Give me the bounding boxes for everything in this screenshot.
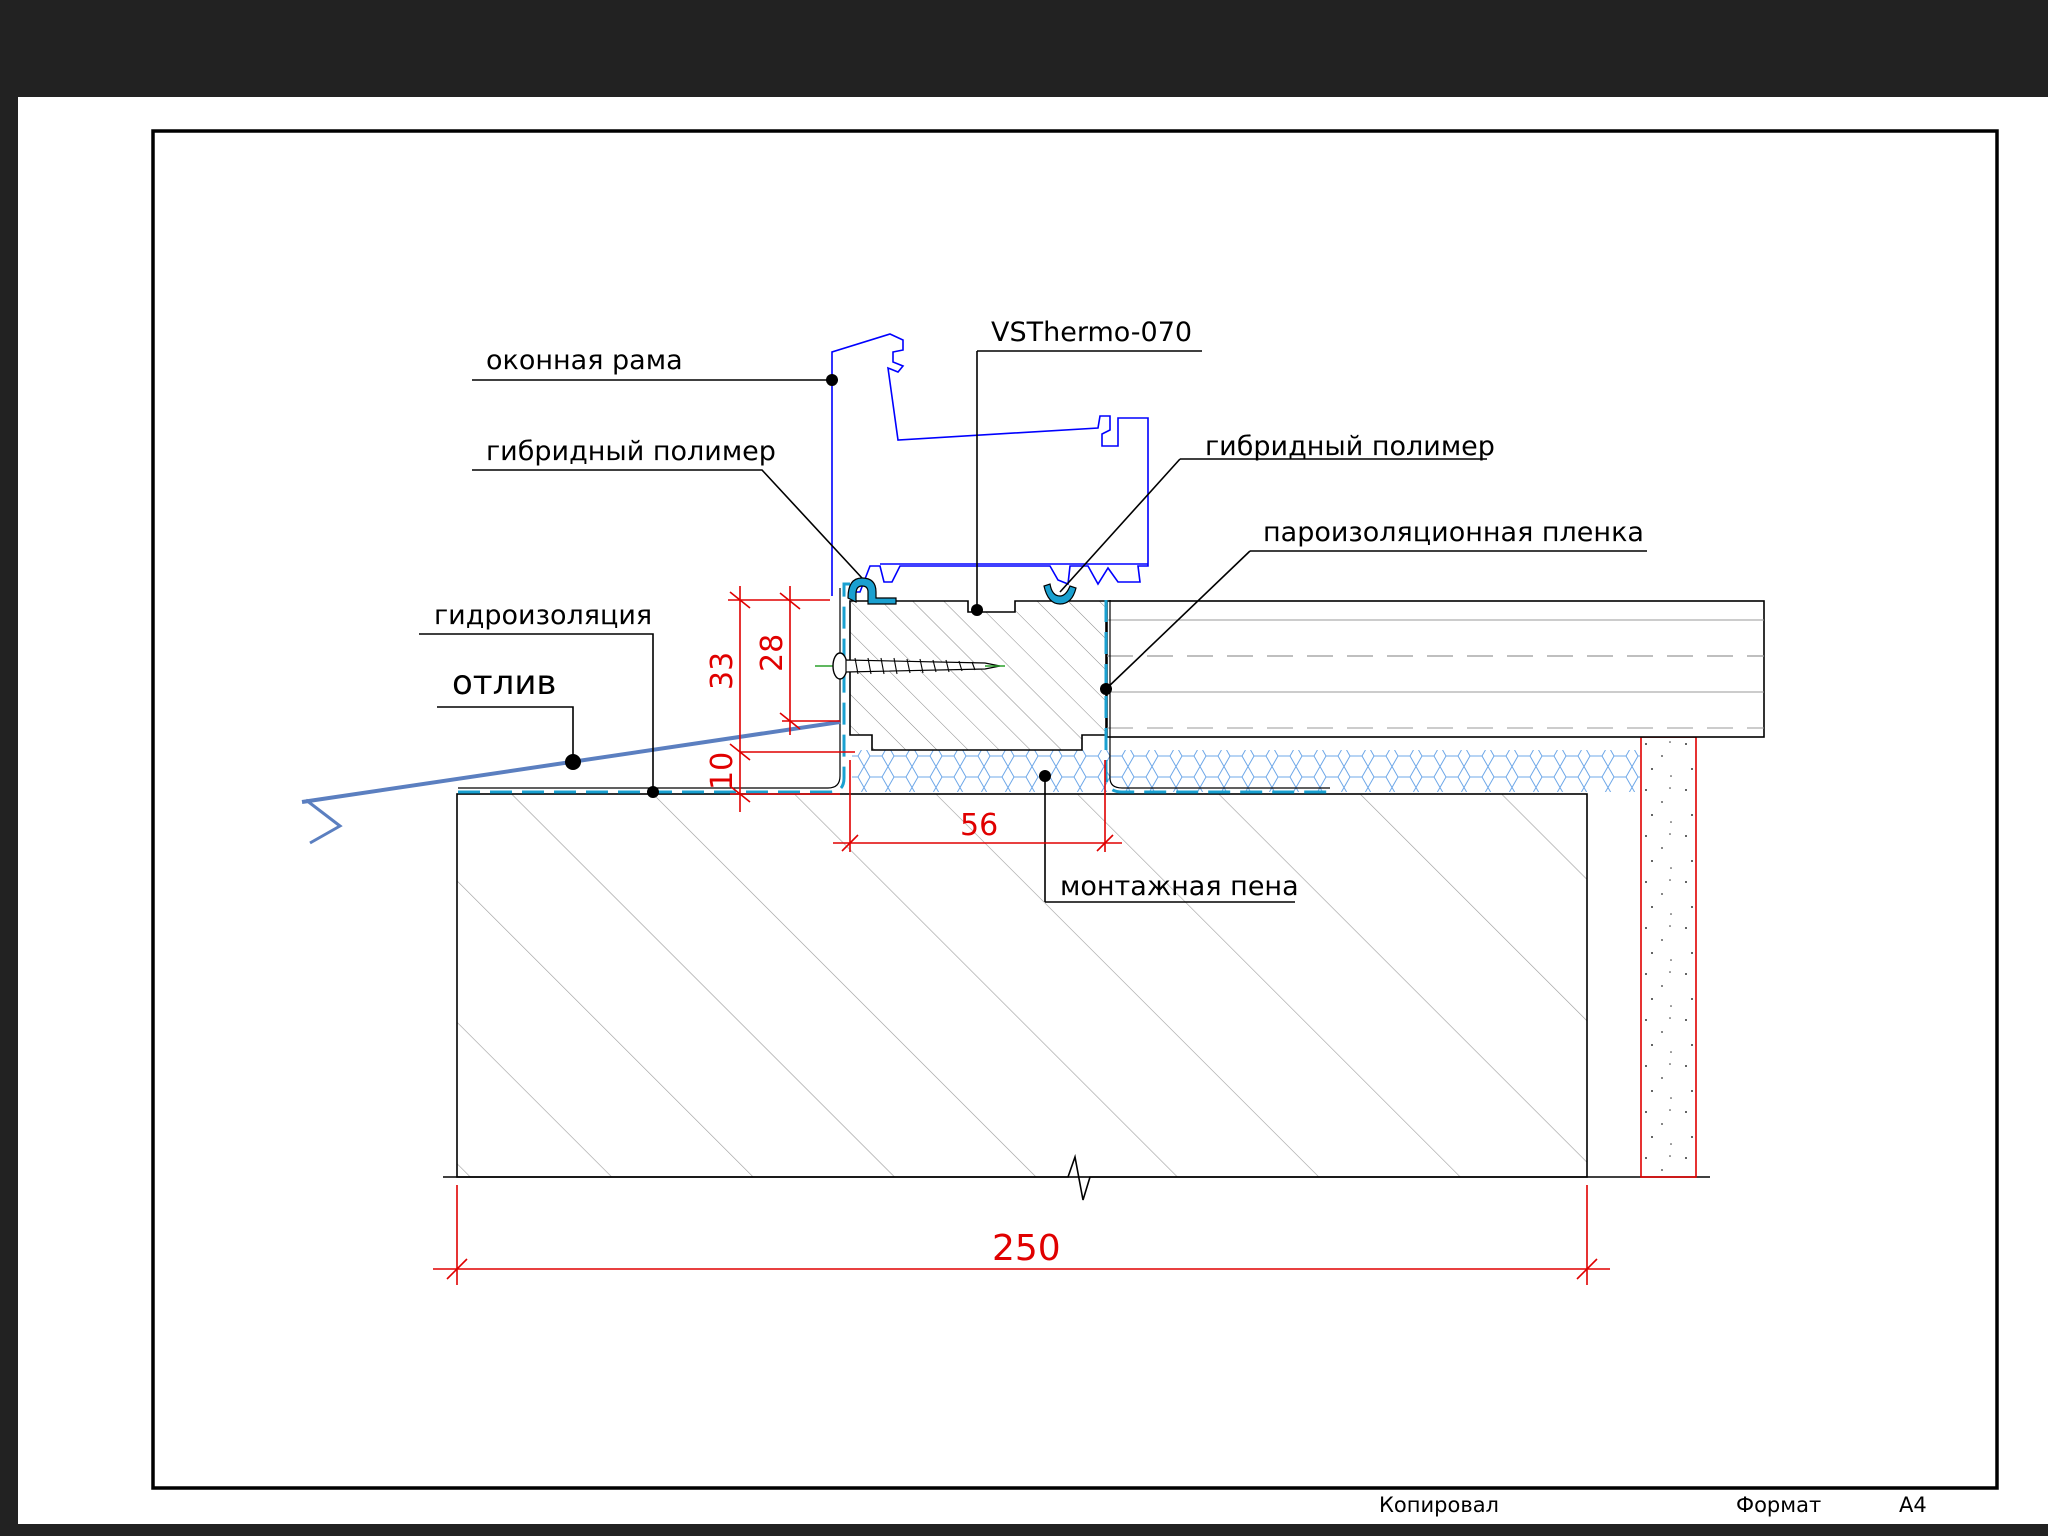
vapor-barrier-membrane [1104,600,1330,794]
dimension-lines [433,586,1610,1285]
label-window-frame: оконная рама [486,345,683,376]
leader-dots [565,374,1112,798]
sealant-bead-left [847,577,897,605]
label-waterproofing: гидроизоляция [434,600,652,631]
drip-flashing-end [305,798,343,845]
label-drip: отлив [452,663,556,703]
dimension-10: 10 [705,752,740,790]
concrete-wall [456,793,1588,1178]
label-vapor-barrier: пароизоляционная пленка [1263,517,1644,548]
leader-lines [419,350,1647,903]
label-profile: VSThermo-070 [991,317,1192,348]
stamp-format: Формат [1736,1493,1821,1517]
dimension-33: 33 [705,652,740,690]
vapor-barrier-outline [1109,600,1330,789]
label-foam: монтажная пена [1060,871,1299,902]
waterproofing-membrane-outline [458,588,841,789]
stamp-copied: Копировал [1379,1493,1499,1517]
plaster-layer [1640,736,1697,1178]
window-sill-board [1106,600,1765,738]
label-hybrid-polymer-right: гибридный полимер [1205,431,1495,462]
dimension-28: 28 [755,634,790,672]
dimension-56: 56 [960,808,998,843]
break-line [443,1153,1710,1201]
label-hybrid-polymer-left: гибридный полимер [486,436,776,467]
waterproofing-membrane [458,582,850,794]
dimension-250: 250 [992,1228,1061,1269]
mounting-foam [852,750,1640,792]
stamp-format-value: A4 [1899,1493,1927,1517]
screw-icon [815,652,1005,680]
sealant-bead-right [1043,583,1077,605]
drawing-border [151,129,1999,1490]
window-frame [831,333,1149,596]
vsthermo-profile [849,600,1107,751]
